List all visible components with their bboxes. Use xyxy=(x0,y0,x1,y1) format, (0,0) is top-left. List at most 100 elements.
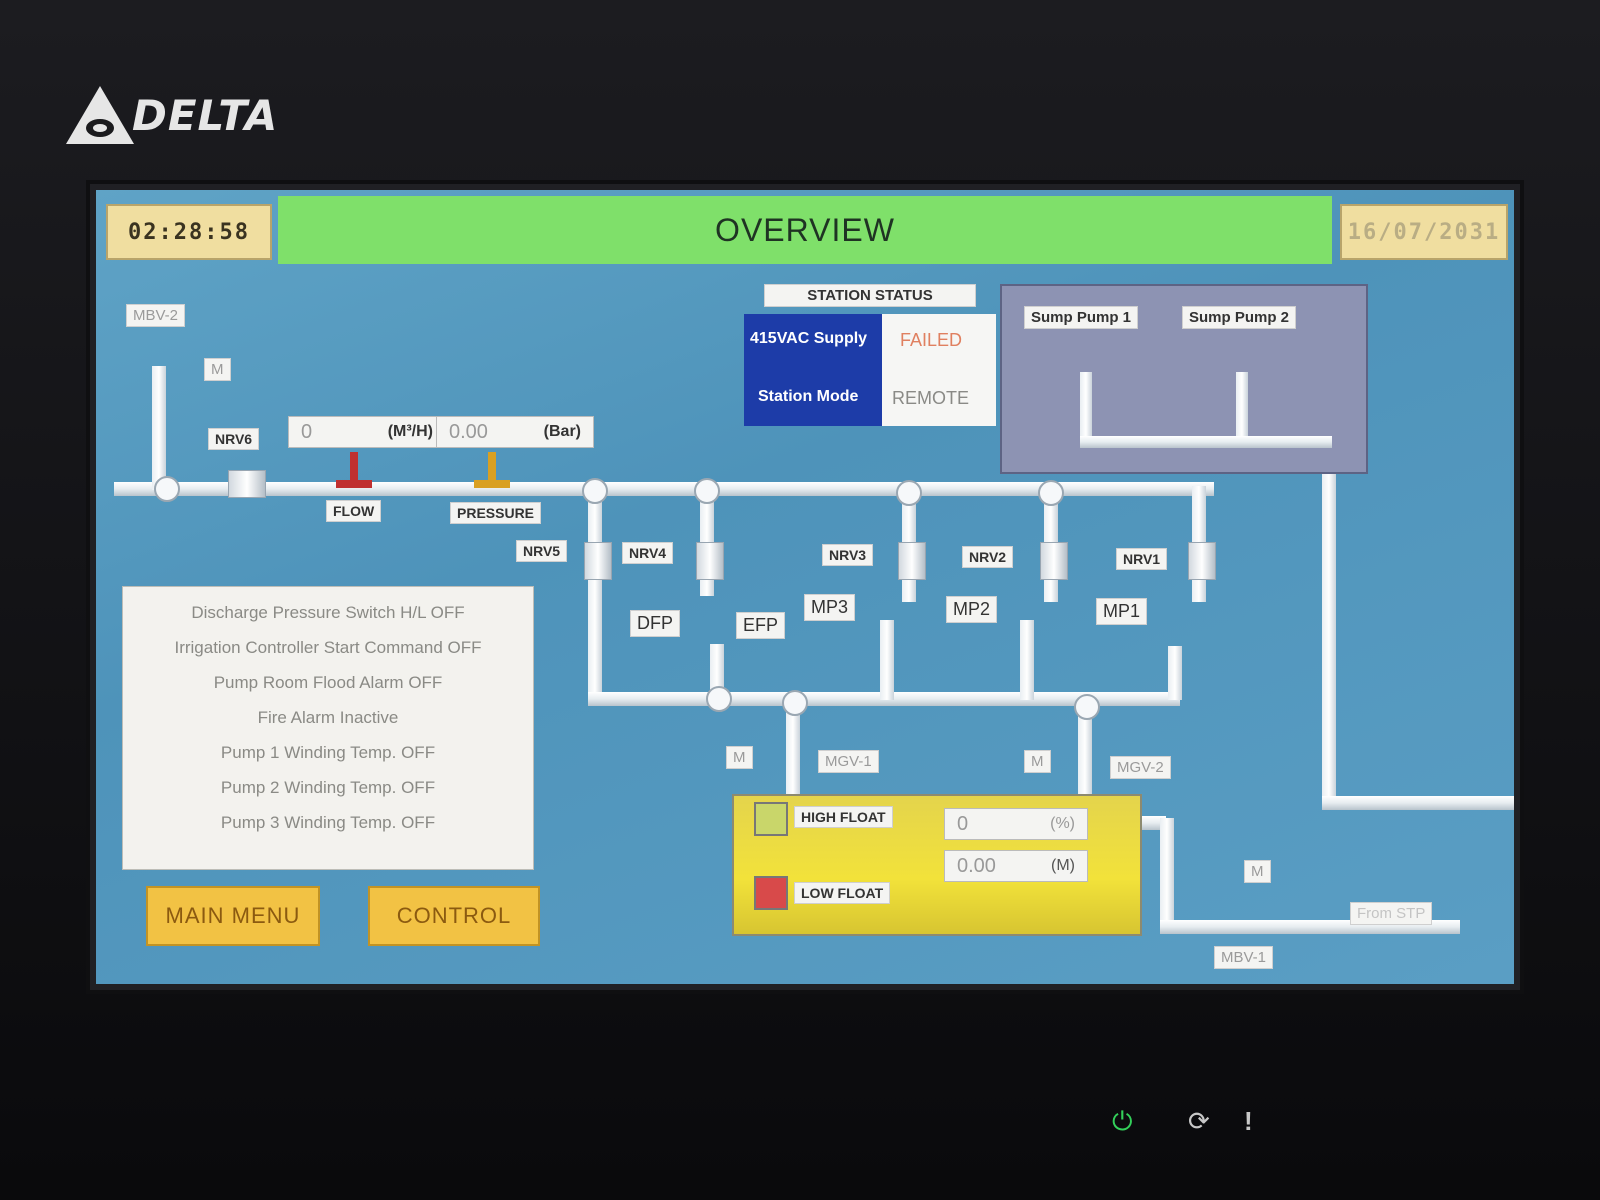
wet-well-tank: HIGH FLOAT LOW FLOAT 0 (%) 0.00 (M) xyxy=(732,794,1142,936)
alarm-item: Pump 1 Winding Temp. OFF xyxy=(220,743,436,762)
pipe-joint xyxy=(154,476,180,502)
supply-label: 415VAC Supply xyxy=(750,330,868,347)
mp1-suction-pipe xyxy=(1168,646,1182,700)
power-icon: ⏻ xyxy=(1112,1106,1133,1136)
nrv5-label: NRV5 xyxy=(516,540,568,562)
sump-pump-1-label[interactable]: Sump Pump 1 xyxy=(1024,306,1139,329)
level-percent-value: 0 xyxy=(957,812,969,835)
dfp-label[interactable]: DFP xyxy=(630,610,680,637)
sump-pump-2-pipe xyxy=(1236,372,1248,442)
alarm-item: Pump 3 Winding Temp. OFF xyxy=(220,813,436,832)
mbv2-riser-pipe xyxy=(152,366,166,490)
flow-value: 0 xyxy=(301,420,313,443)
mgv1-pipe xyxy=(786,700,800,800)
main-menu-button[interactable]: MAIN MENU xyxy=(146,886,320,946)
stp-riser-pipe xyxy=(1160,818,1174,930)
sump-pumps-panel: Sump Pump 1 Sump Pump 2 xyxy=(1000,284,1368,474)
mp2-suction-pipe xyxy=(1020,620,1034,700)
flow-sensor-base xyxy=(336,480,372,488)
brand-text: DELTA xyxy=(132,90,279,140)
mode-value: REMOTE xyxy=(892,388,970,408)
mgv2-label: MGV-2 xyxy=(1110,756,1171,779)
low-float-label: LOW FLOAT xyxy=(794,882,891,904)
mp2-label[interactable]: MP2 xyxy=(946,596,998,623)
pipe-joint xyxy=(1074,694,1100,720)
pressure-sensor-base xyxy=(474,480,510,488)
pressure-readout: 0.00 (Bar) xyxy=(436,416,594,448)
pipe-joint xyxy=(782,690,808,716)
nrv3-label: NRV3 xyxy=(822,544,874,566)
mp3-suction-pipe xyxy=(880,620,894,700)
pipe-joint xyxy=(1038,480,1064,506)
sump-outlet-pipe xyxy=(1322,796,1514,810)
flow-unit: (M³/H) xyxy=(387,423,433,440)
alarm-item: Irrigation Controller Start Command OFF xyxy=(174,638,482,657)
nrv3-valve[interactable] xyxy=(898,542,926,580)
efp-label[interactable]: EFP xyxy=(736,612,786,639)
nrv1-valve[interactable] xyxy=(1188,542,1216,580)
clock-display: 02:28:58 xyxy=(106,204,272,260)
motor-2-label: M xyxy=(1024,750,1051,773)
alert-icon: ! xyxy=(1244,1106,1253,1136)
level-percent-unit: (%) xyxy=(1050,815,1075,832)
date-display: 16/07/2031 xyxy=(1340,204,1508,260)
sump-discharge-pipe xyxy=(1322,444,1336,802)
sump-pump-1-pipe xyxy=(1080,372,1092,442)
pressure-label: PRESSURE xyxy=(450,502,542,524)
status-labels: 415VAC Supply Station Mode xyxy=(744,314,882,426)
supply-value: FAILED xyxy=(900,330,963,350)
high-float-label: HIGH FLOAT xyxy=(794,806,893,828)
motor-3-label: M xyxy=(1244,860,1271,883)
main-header-pipe xyxy=(114,482,1214,496)
control-button[interactable]: CONTROL xyxy=(368,886,540,946)
level-percent-readout: 0 (%) xyxy=(944,808,1088,840)
nrv6-valve[interactable] xyxy=(228,470,266,498)
nrv4-valve[interactable] xyxy=(696,542,724,580)
sump-header-pipe xyxy=(1080,436,1332,448)
level-meters-readout: 0.00 (M) xyxy=(944,850,1088,882)
pipe-joint xyxy=(582,478,608,504)
low-float-indicator xyxy=(754,876,788,910)
sync-icon: ⟳ xyxy=(1188,1106,1210,1136)
from-stp-label: From STP xyxy=(1350,902,1433,925)
hmi-screen: 02:28:58 OVERVIEW 16/07/2031 xyxy=(96,190,1514,984)
pressure-unit: (Bar) xyxy=(543,423,581,440)
mp3-label[interactable]: MP3 xyxy=(804,594,856,621)
nrv4-label: NRV4 xyxy=(622,542,674,564)
mbv1-label: MBV-1 xyxy=(1214,946,1274,969)
nrv2-valve[interactable] xyxy=(1040,542,1068,580)
pressure-value: 0.00 xyxy=(449,420,488,443)
pipe-joint xyxy=(896,480,922,506)
flow-sensor-icon xyxy=(350,452,358,482)
nrv5-drop-pipe xyxy=(588,486,602,696)
page-title: OVERVIEW xyxy=(278,196,1332,264)
alarm-item: Discharge Pressure Switch H/L OFF xyxy=(191,603,465,622)
nrv1-label: NRV1 xyxy=(1116,548,1168,570)
level-meters-unit: (M) xyxy=(1051,857,1075,874)
station-status-title: STATION STATUS xyxy=(764,284,976,307)
alarm-item: Fire Alarm Inactive xyxy=(257,708,399,727)
flow-label: FLOW xyxy=(326,500,382,522)
high-float-indicator xyxy=(754,802,788,836)
mp1-label[interactable]: MP1 xyxy=(1096,598,1148,625)
flow-readout: 0 (M³/H) xyxy=(288,416,446,448)
alarm-item: Pump Room Flood Alarm OFF xyxy=(213,673,443,692)
alarm-item: Pump 2 Winding Temp. OFF xyxy=(220,778,436,797)
motor-1-label: M xyxy=(726,746,753,769)
nrv5-valve[interactable] xyxy=(584,542,612,580)
nrv2-label: NRV2 xyxy=(962,546,1014,568)
nrv6-label: NRV6 xyxy=(208,428,260,450)
sump-pump-2-label[interactable]: Sump Pump 2 xyxy=(1182,306,1297,329)
pressure-sensor-icon xyxy=(488,452,496,482)
pipe-joint xyxy=(694,478,720,504)
mbv2-label: MBV-2 xyxy=(126,304,186,327)
pipe-joint xyxy=(706,686,732,712)
status-values: FAILED REMOTE xyxy=(882,314,996,426)
level-meters-value: 0.00 xyxy=(957,854,996,877)
station-status-panel: 415VAC Supply Station Mode FAILED REMOTE xyxy=(744,314,996,426)
delta-triangle-icon xyxy=(66,86,134,144)
mgv2-pipe xyxy=(1078,700,1092,800)
motor-label: M xyxy=(204,358,231,381)
delta-logo: DELTA xyxy=(64,82,278,148)
